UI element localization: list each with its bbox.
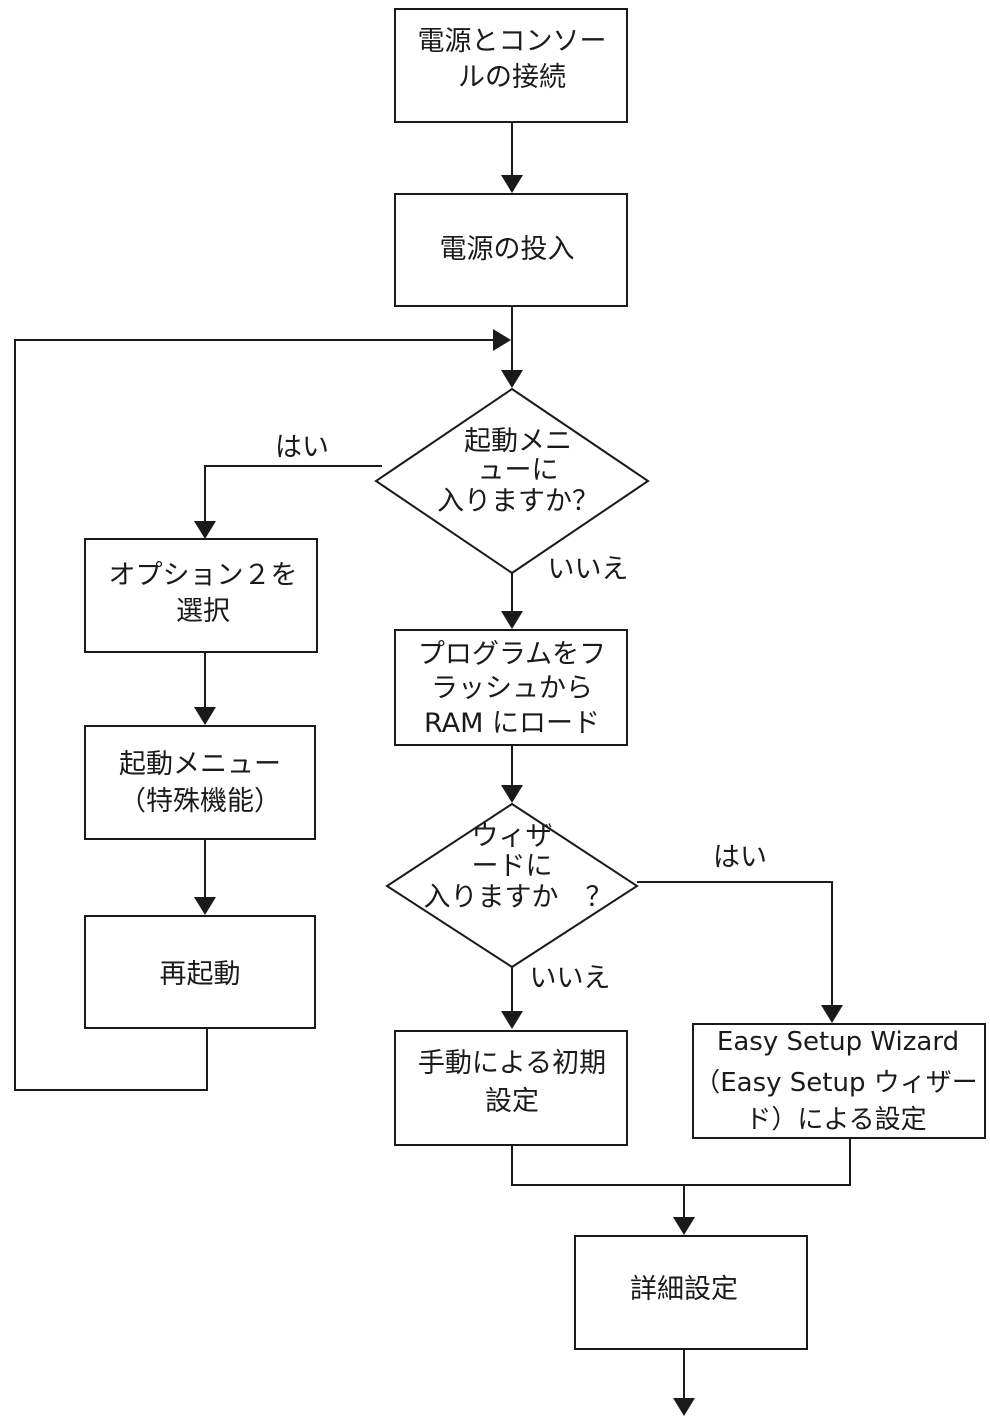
node-label: 入りますか？ [437, 486, 599, 517]
node-connect-power-console: 電源とコンソー ルの接続 [394, 8, 628, 123]
arrowhead-icon [501, 370, 523, 388]
node-load-program-ram: プログラムをフ ラッシュから RAM にロード [394, 629, 628, 746]
node-label: 手動による初期 [418, 1048, 606, 1079]
node-label: オプション２を [109, 560, 298, 591]
arrowhead-icon [501, 785, 523, 803]
edge-label-no: いいえ [530, 963, 611, 994]
node-enter-boot-menu-question: 起動メニ ューに 入りますか？ [374, 387, 650, 575]
edge-label-yes: はい [713, 842, 767, 873]
edge-merge [511, 1138, 851, 1186]
arrowhead-icon [194, 707, 216, 725]
node-label: 入りますか ？ [424, 882, 613, 913]
connectors [14, 122, 851, 1416]
node-label: 電源の投入 [440, 234, 575, 265]
node-label: 起動メニュー [119, 749, 281, 780]
arrowhead-icon [501, 175, 523, 193]
node-wizard-question: ウィザ ードに 入りますか ？ [385, 802, 639, 969]
node-label: ド）による設定 [745, 1105, 926, 1135]
node-label: 再起動 [160, 959, 241, 990]
arrowhead-icon [194, 897, 216, 915]
node-label: ルの接続 [458, 62, 566, 93]
node-label: Easy Setup Wizard [717, 1027, 959, 1057]
node-label: 電源とコンソー [418, 26, 607, 57]
node-manual-initial-setup: 手動による初期 設定 [394, 1030, 628, 1146]
arrowhead-icon [821, 1005, 843, 1023]
arrowhead-icon [501, 1011, 523, 1029]
node-boot-menu-special: 起動メニュー （特殊機能） [84, 725, 316, 840]
edge-restart-loop [14, 339, 497, 1091]
node-label: （特殊機能） [119, 786, 281, 817]
edge-labels: はい いいえ はい いいえ [275, 432, 767, 994]
node-label: プログラムをフ [418, 639, 606, 670]
node-label: ラッシュから [431, 673, 593, 704]
node-label: RAM にロード [424, 708, 600, 739]
node-label: 設定 [485, 1086, 539, 1117]
node-label: ードに [472, 851, 553, 882]
arrowhead-icon [194, 521, 216, 539]
node-label: ウィザ [472, 821, 553, 852]
edge-boot-yes [204, 465, 382, 526]
node-label: 詳細設定 [630, 1274, 738, 1305]
node-advanced-settings: 詳細設定 [574, 1235, 808, 1350]
node-easy-setup-wizard: Easy Setup Wizard （Easy Setup ウィザー ド）による… [692, 1023, 986, 1139]
edge-label-yes: はい [275, 432, 329, 463]
node-restart: 再起動 [84, 915, 316, 1029]
node-power-on: 電源の投入 [394, 193, 628, 307]
arrowhead-icon [501, 611, 523, 629]
arrowhead-icon [673, 1217, 695, 1235]
node-label: 起動メニ [464, 426, 572, 457]
node-label: （Easy Setup ウィザー [694, 1068, 978, 1098]
arrowhead-icon [493, 329, 511, 351]
edge-label-no: いいえ [548, 554, 629, 585]
node-label: ューに [478, 455, 559, 486]
node-select-option-2: オプション２を 選択 [84, 538, 318, 653]
arrowhead-icon [673, 1398, 695, 1416]
node-label: 選択 [176, 596, 230, 627]
edge-wizard-yes [637, 881, 833, 1010]
